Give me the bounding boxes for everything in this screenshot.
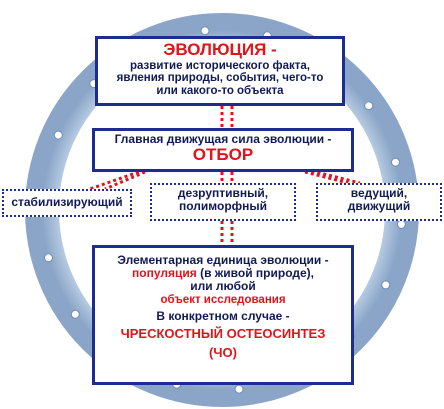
selection-box: Главная движущая сила эволюции - ОТБОР	[92, 128, 354, 172]
ring-hole	[364, 101, 374, 111]
unit-research-object: объект исследования	[160, 293, 286, 306]
leading-label-line1: ведущий,	[350, 186, 408, 200]
stabilizing-box: стабилизирующий	[2, 189, 132, 217]
evolution-definition-line3: или какого-то объекта	[156, 84, 284, 97]
connector-selection-stabilizing	[89, 166, 151, 191]
unit-population-note: (в живой природе),	[196, 266, 314, 281]
unit-line5: В конкретном случае -	[156, 309, 290, 324]
ring-hole	[200, 26, 210, 36]
ring-hole	[391, 157, 400, 167]
connector-selection-leading-2	[304, 170, 349, 185]
ring-hole	[44, 253, 53, 263]
evolution-unit-box: Элементарная единица эволюции - популяци…	[92, 245, 354, 385]
evolution-definition-box: ЭВОЛЮЦИЯ - развитие исторического факта,…	[95, 36, 345, 106]
ring-hole	[381, 280, 391, 290]
ring-hole	[70, 309, 80, 319]
ring-hole	[234, 384, 244, 394]
selection-title: ОТБОР	[192, 145, 254, 165]
unit-abbreviation: (ЧО)	[209, 344, 237, 360]
unit-population: популяция	[132, 266, 197, 281]
leading-label-line2: движущий	[347, 199, 411, 214]
ring-hole	[396, 219, 406, 229]
unit-line1: Элементарная единица эволюции -	[117, 253, 329, 267]
unit-line2: популяция (в живой природе),	[95, 267, 351, 280]
disruptive-label-line1: дезруптивный,	[177, 186, 269, 200]
leading-box: ведущий, движущий	[316, 183, 442, 221]
evolution-definition-line2: явления природы, события, чего-то	[116, 72, 324, 85]
disruptive-box: дезруптивный, полиморфный	[150, 183, 296, 221]
ring-hole	[53, 130, 63, 140]
connector-selection-leading	[299, 166, 361, 185]
selection-line1: Главная движущая сила эволюции -	[114, 132, 332, 146]
unit-line3: или любой	[190, 279, 256, 294]
connector-selection-stabilizing-2	[104, 170, 146, 191]
evolution-title: ЭВОЛЮЦИЯ -	[163, 40, 277, 59]
connector-lines	[89, 106, 361, 245]
disruptive-label-line2: полиморфный	[178, 199, 268, 214]
stabilizing-label: стабилизирующий	[11, 195, 123, 209]
unit-osteosynthesis: ЧРЕСКОСТНЫЙ ОСТЕОСИНТЕЗ	[120, 326, 326, 342]
evolution-definition-line1: развитие исторического факта,	[129, 59, 310, 72]
